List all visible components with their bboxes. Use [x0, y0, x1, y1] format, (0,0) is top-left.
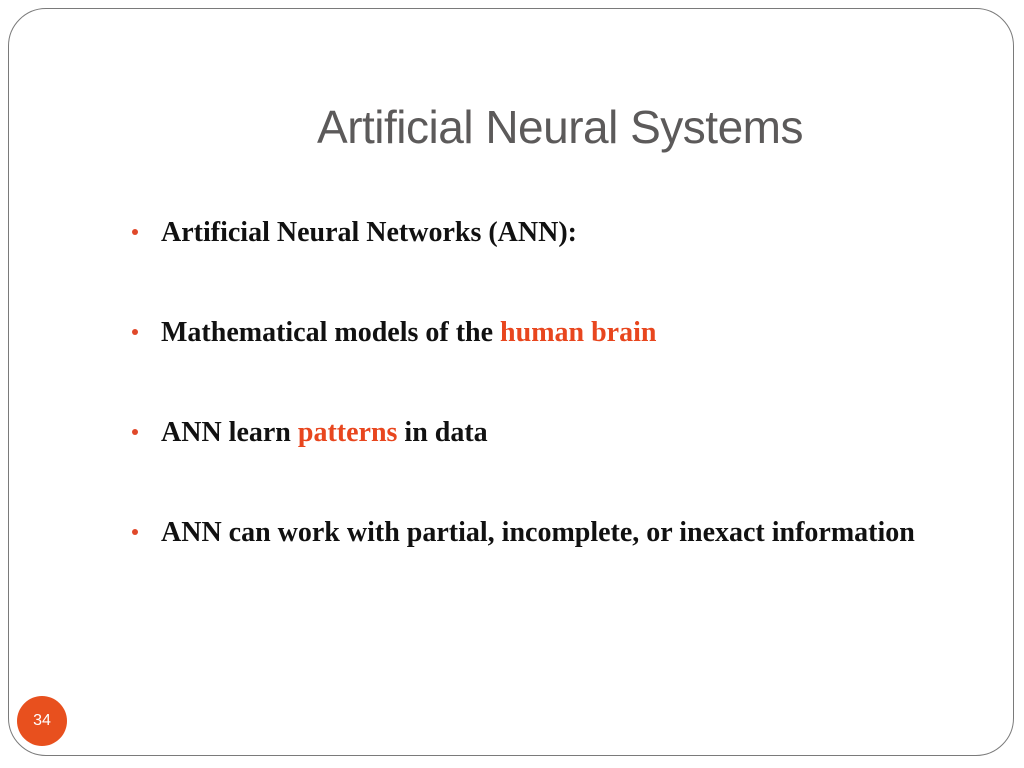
bullet-highlight: patterns [297, 417, 398, 448]
bullet-item: ANN can work with partial, incomplete, o… [132, 512, 932, 553]
page-number-badge: 34 [17, 696, 67, 746]
bullet-dot-icon [132, 229, 138, 235]
bullet-item: ANN learn patterns in data [132, 412, 932, 453]
bullet-text: Mathematical models of the [161, 317, 501, 348]
slide-frame [8, 8, 1014, 756]
bullet-dot-icon [132, 529, 138, 535]
bullet-text: Artificial Neural Networks (ANN): [161, 217, 577, 248]
bullet-item: Mathematical models of the human brain [132, 312, 932, 353]
bullet-dot-icon [132, 429, 138, 435]
bullet-text-tail: in data [397, 417, 488, 448]
bullet-item: Artificial Neural Networks (ANN): [132, 212, 932, 253]
bullet-text: ANN learn [161, 417, 298, 448]
bullet-highlight: human brain [500, 317, 657, 348]
slide-title: Artificial Neural Systems [317, 101, 803, 153]
bullet-list: Artificial Neural Networks (ANN): Mathem… [132, 212, 932, 612]
bullet-dot-icon [132, 329, 138, 335]
bullet-text: ANN can work with partial, incomplete, o… [161, 517, 915, 548]
